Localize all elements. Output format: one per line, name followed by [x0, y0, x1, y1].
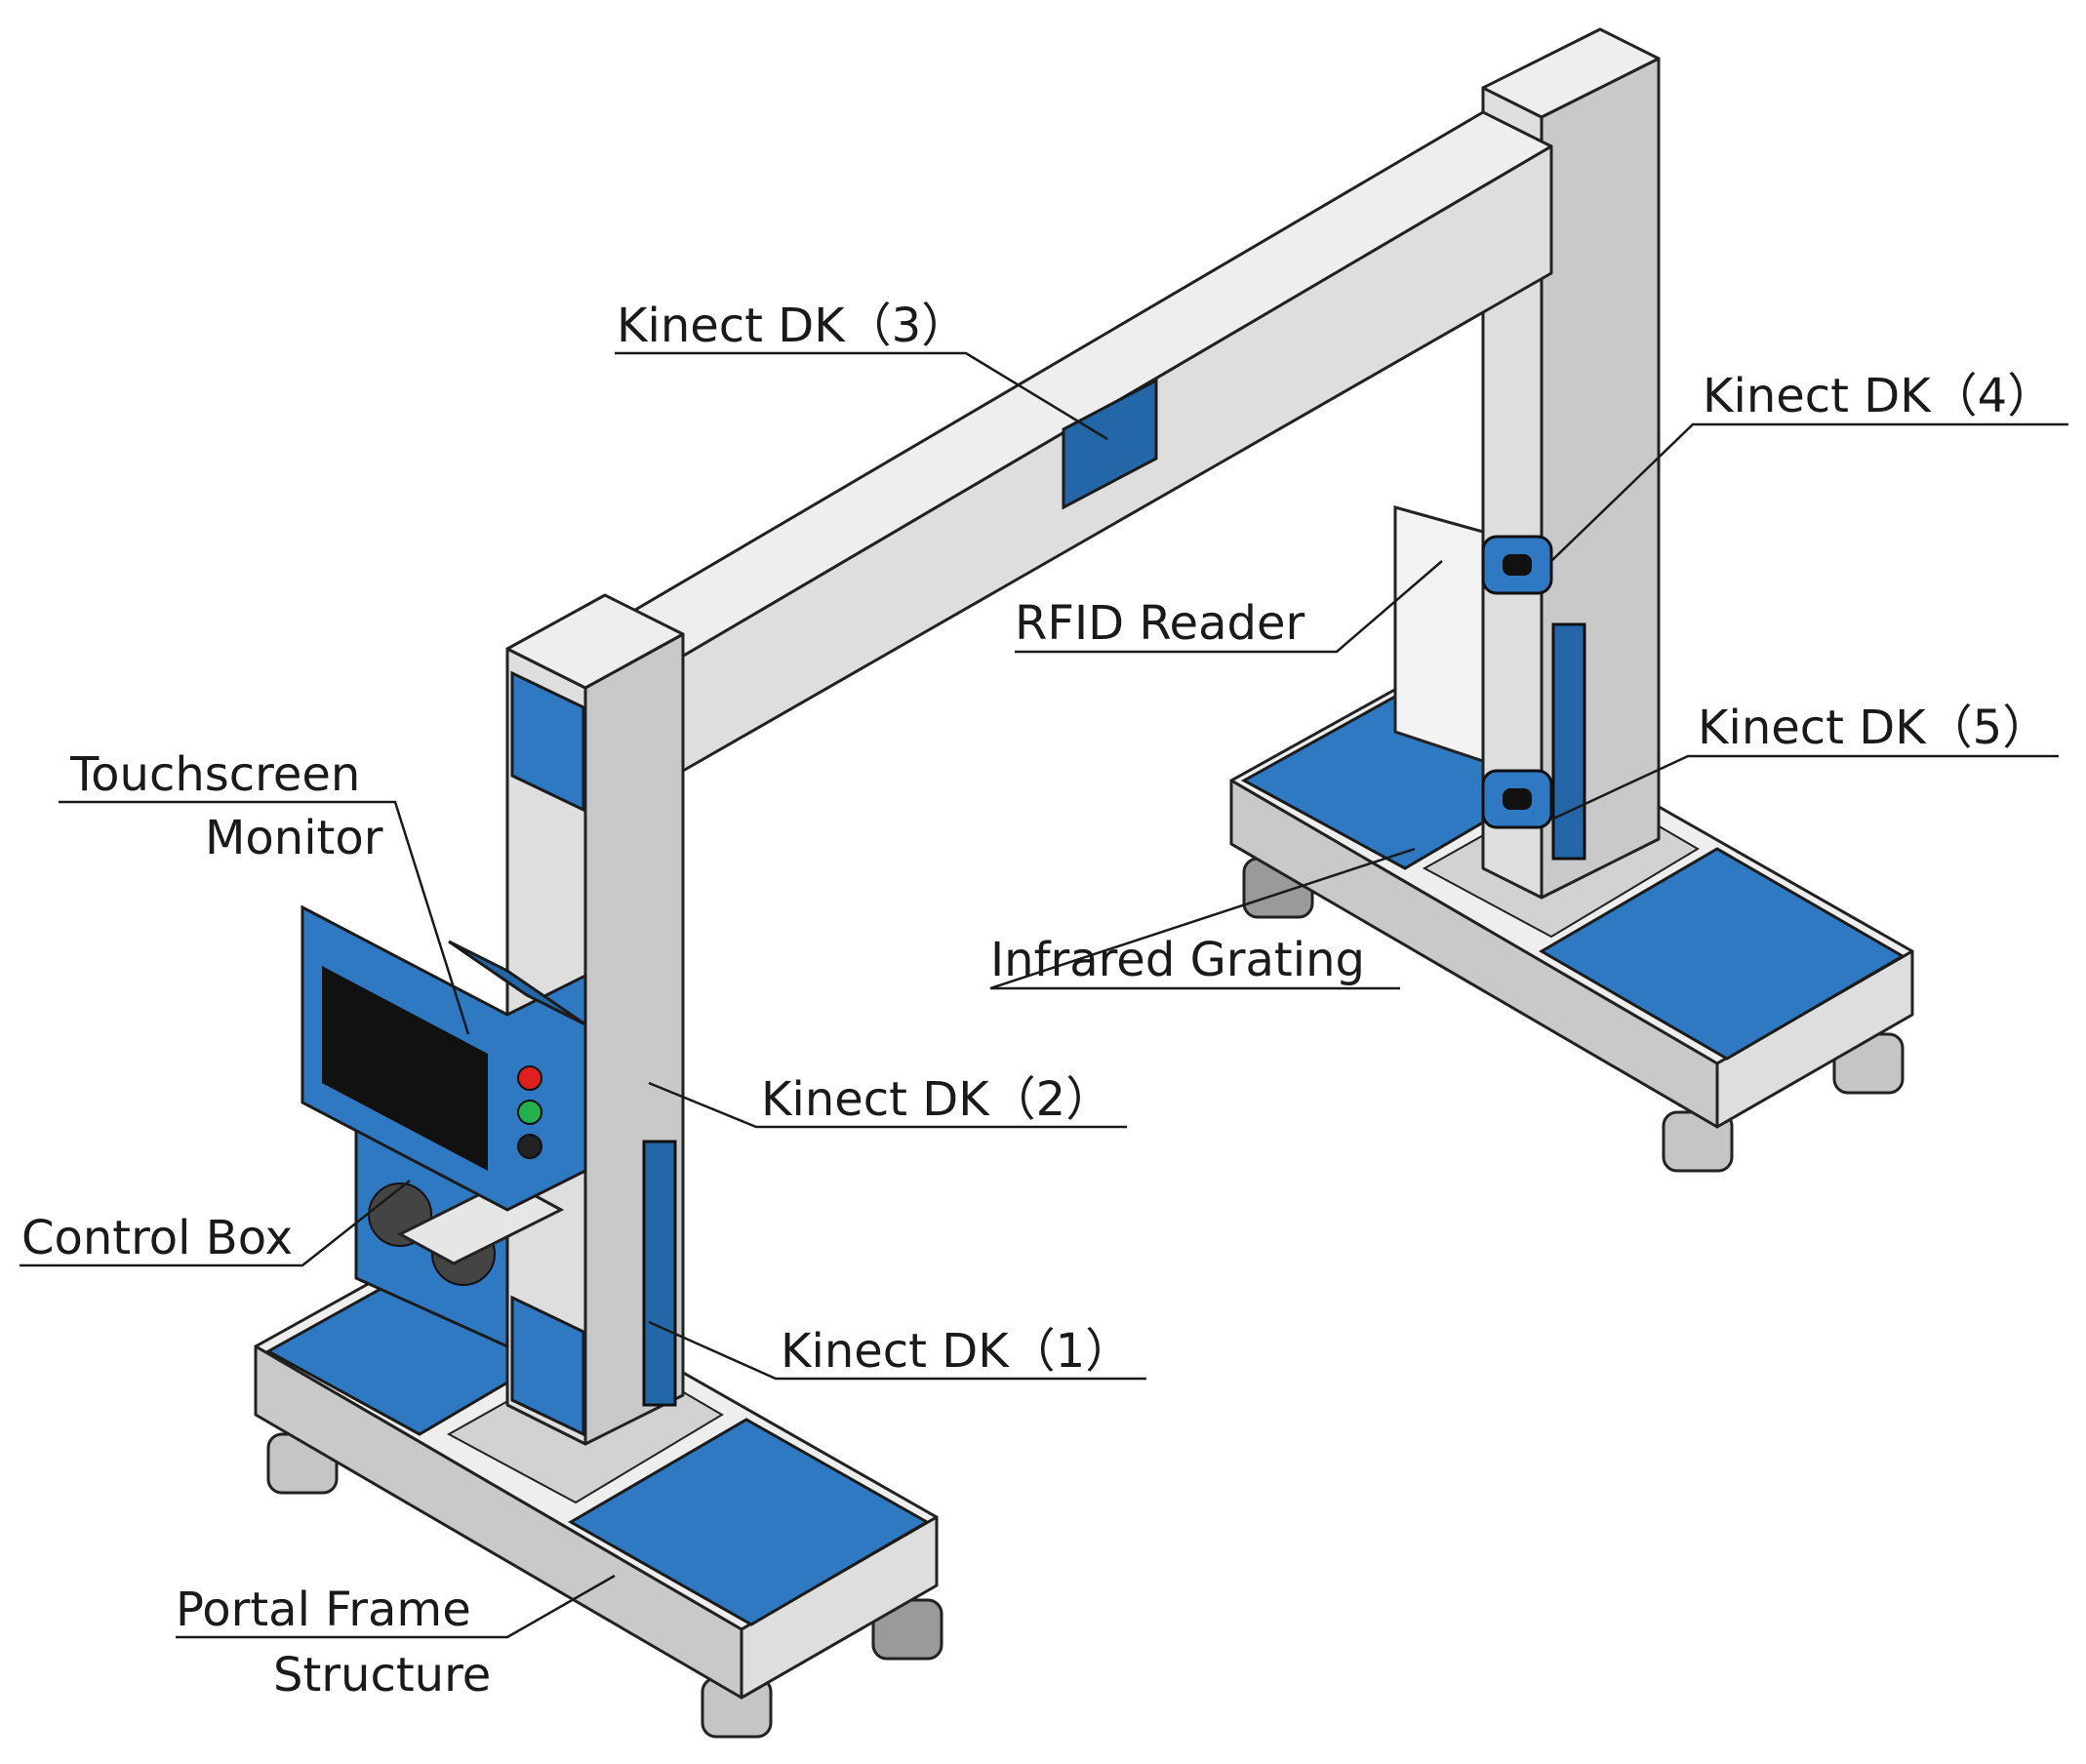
- callout-labels: Kinect DK（3） Kinect DK（4） RFID Reader Ki…: [21, 299, 2054, 1703]
- label-control-box: Control Box: [21, 1211, 293, 1265]
- label-kinect-5: Kinect DK（5）: [1698, 701, 2049, 755]
- label-kinect-2: Kinect DK（2）: [761, 1072, 1112, 1127]
- label-infrared-grating: Infrared Grating: [990, 933, 1365, 987]
- label-portal-line2: Structure: [273, 1648, 491, 1703]
- leader-lines: [20, 351, 2068, 1639]
- label-touchscreen-line1: Touchscreen: [69, 747, 360, 802]
- label-portal-line1: Portal Frame: [176, 1583, 471, 1637]
- label-kinect-3: Kinect DK（3）: [617, 299, 968, 353]
- kinect-3-sensor: [1062, 378, 1158, 510]
- label-kinect-4: Kinect DK（4）: [1703, 369, 2054, 423]
- label-kinect-1: Kinect DK（1）: [781, 1324, 1132, 1379]
- top-beam: [583, 110, 1553, 773]
- touchscreen-monitor: [301, 904, 587, 1212]
- label-touchscreen-line2: Monitor: [205, 811, 383, 865]
- label-rfid-reader: RFID Reader: [1015, 596, 1304, 651]
